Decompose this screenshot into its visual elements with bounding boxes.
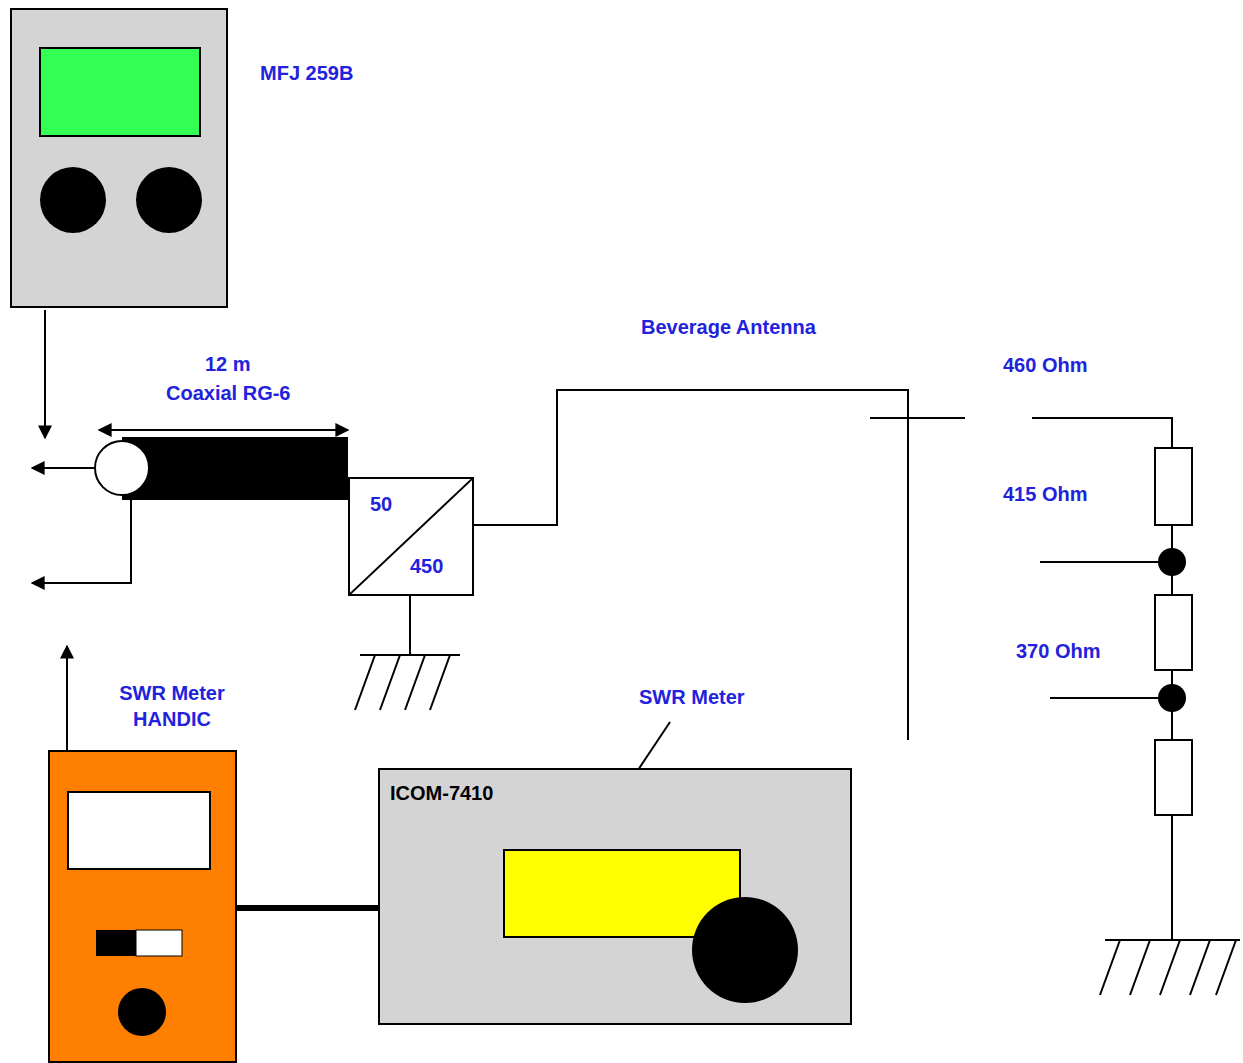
impedance-value: 450 <box>410 553 443 579</box>
annotation-label: 460 Ohm <box>1003 352 1087 378</box>
transformer-box: 50 450 <box>348 477 474 596</box>
device-drawing <box>12 10 226 306</box>
annotation-label: Beverage Antenna <box>641 314 816 340</box>
device-drawing <box>380 770 850 1023</box>
annotation-label: 370 Ohm <box>1016 638 1100 664</box>
annotation-label: 415 Ohm <box>1003 481 1087 507</box>
analyzer-device: MFJ 259B <box>10 8 228 308</box>
transceiver-device: ICOM-7410 <box>378 768 852 1025</box>
annotation-label: 12 m <box>205 351 251 377</box>
device-label: SWR Meter HANDIC <box>96 680 248 732</box>
swr-meter-device: SWR Meter HANDIC <box>48 750 237 1063</box>
annotation-label: Coaxial RG-6 <box>166 380 290 406</box>
cable-connector <box>237 905 378 911</box>
device-drawing <box>50 752 235 1061</box>
device-label: MFJ 259B <box>260 60 353 86</box>
device-label: ICOM-7410 <box>390 780 493 806</box>
annotation-label: SWR Meter <box>639 684 745 710</box>
impedance-value: 50 <box>370 491 392 517</box>
